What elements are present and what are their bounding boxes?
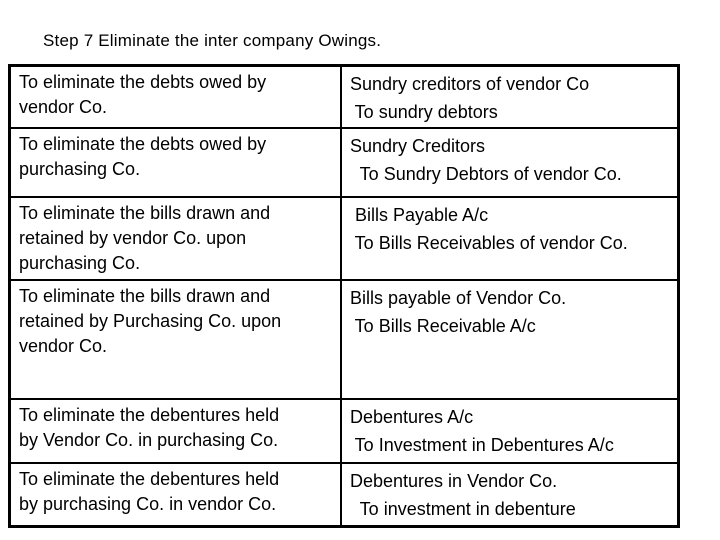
cell-line: Debentures in Vendor Co. — [350, 471, 558, 491]
elimination-description-cell: To eliminate the bills drawn and retained… — [11, 198, 342, 279]
cell-line: To sundry debtors — [350, 102, 498, 122]
journal-entry-cell: Sundry Creditors To Sundry Debtors of ve… — [342, 129, 677, 196]
cell-line: Bills Payable A/c — [350, 205, 489, 225]
elimination-description-cell: To eliminate the bills drawn and retained… — [11, 281, 342, 398]
table-row: To eliminate the bills drawn and retained… — [11, 279, 677, 398]
table-row: To eliminate the bills drawn and retained… — [11, 196, 677, 279]
elimination-description-cell: To eliminate the debentures held by purch… — [11, 464, 342, 525]
cell-line: Sundry creditors of vendor Co — [350, 74, 590, 94]
cell-line: Debentures A/c — [350, 407, 474, 427]
cell-line: To eliminate the debentures held — [19, 469, 280, 489]
cell-line: retained by Purchasing Co. upon — [19, 311, 282, 331]
cell-line: To eliminate the debts owed by — [19, 72, 267, 92]
intercompany-owings-table: To eliminate the debts owed by vendor Co.… — [8, 64, 680, 528]
cell-line: To eliminate the debentures held — [19, 405, 280, 425]
cell-line: To Investment in Debentures A/c — [350, 435, 614, 455]
table-row: To eliminate the debentures held by purch… — [11, 462, 677, 525]
cell-line: To Bills Receivable A/c — [350, 316, 536, 336]
cell-line: To investment in debenture — [350, 499, 576, 519]
cell-line: To Sundry Debtors of vendor Co. — [350, 164, 622, 184]
table-row: To eliminate the debentures held by Vendo… — [11, 398, 677, 462]
journal-entry-cell: Sundry creditors of vendor Co To sundry … — [342, 67, 677, 127]
cell-line: vendor Co. — [19, 97, 108, 117]
table-row: To eliminate the debts owed by vendor Co.… — [11, 67, 677, 127]
cell-line: retained by vendor Co. upon — [19, 228, 247, 248]
table-row: To eliminate the debts owed by purchasing… — [11, 127, 677, 196]
cell-line: purchasing Co. — [19, 159, 141, 179]
cell-line: vendor Co. — [19, 336, 108, 356]
journal-entry-cell: Debentures A/c To Investment in Debentur… — [342, 400, 677, 462]
slide-title: Step 7 Eliminate the inter company Owing… — [43, 31, 382, 50]
cell-line: by purchasing Co. in vendor Co. — [19, 494, 277, 514]
cell-line: Bills payable of Vendor Co. — [350, 288, 567, 308]
journal-entry-cell: Bills payable of Vendor Co. To Bills Rec… — [342, 281, 677, 398]
cell-line: Sundry Creditors — [350, 136, 486, 156]
journal-entry-cell: Bills Payable A/c To Bills Receivables o… — [342, 198, 677, 279]
cell-line: To Bills Receivables of vendor Co. — [350, 233, 628, 253]
journal-entry-cell: Debentures in Vendor Co. To investment i… — [342, 464, 677, 525]
elimination-description-cell: To eliminate the debts owed by vendor Co. — [11, 67, 342, 127]
elimination-description-cell: To eliminate the debts owed by purchasing… — [11, 129, 342, 196]
cell-line: To eliminate the bills drawn and — [19, 286, 271, 306]
cell-line: by Vendor Co. in purchasing Co. — [19, 430, 279, 450]
cell-line: To eliminate the bills drawn and — [19, 203, 271, 223]
cell-line: To eliminate the debts owed by — [19, 134, 267, 154]
elimination-description-cell: To eliminate the debentures held by Vendo… — [11, 400, 342, 462]
cell-line: purchasing Co. — [19, 253, 141, 273]
